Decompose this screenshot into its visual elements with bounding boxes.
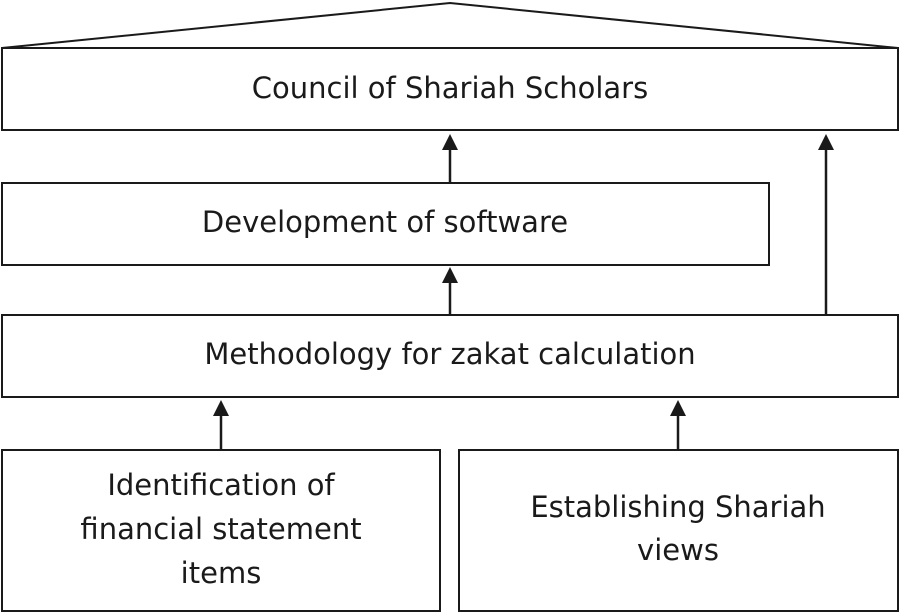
identification-label-line-1: Identification of <box>107 468 335 502</box>
establishing-box: Establishing Shariah views <box>458 449 899 612</box>
identification-label-line-3: items <box>181 556 262 590</box>
software-label: Development of software <box>202 205 568 239</box>
council-roof <box>1 1 899 49</box>
arrow-methodology-to-council <box>818 134 834 315</box>
methodology-label: Methodology for zakat calculation <box>204 337 695 371</box>
establishing-label-line-2: views <box>637 533 719 567</box>
methodology-box: Methodology for zakat calculation <box>1 314 899 398</box>
council-box: Council of Shariah Scholars <box>1 47 899 131</box>
arrow-establishing-to-methodology <box>670 400 686 450</box>
establishing-label-line-1: Establishing Shariah <box>530 490 825 524</box>
arrow-methodology-to-software <box>442 267 458 315</box>
software-box: Development of software <box>1 182 770 266</box>
identification-box: Identification of financial statement it… <box>1 449 441 612</box>
council-label: Council of Shariah Scholars <box>252 71 648 105</box>
arrow-identification-to-methodology <box>213 400 229 450</box>
identification-label-line-2: financial statement <box>80 512 361 546</box>
arrow-software-to-council <box>442 134 458 183</box>
